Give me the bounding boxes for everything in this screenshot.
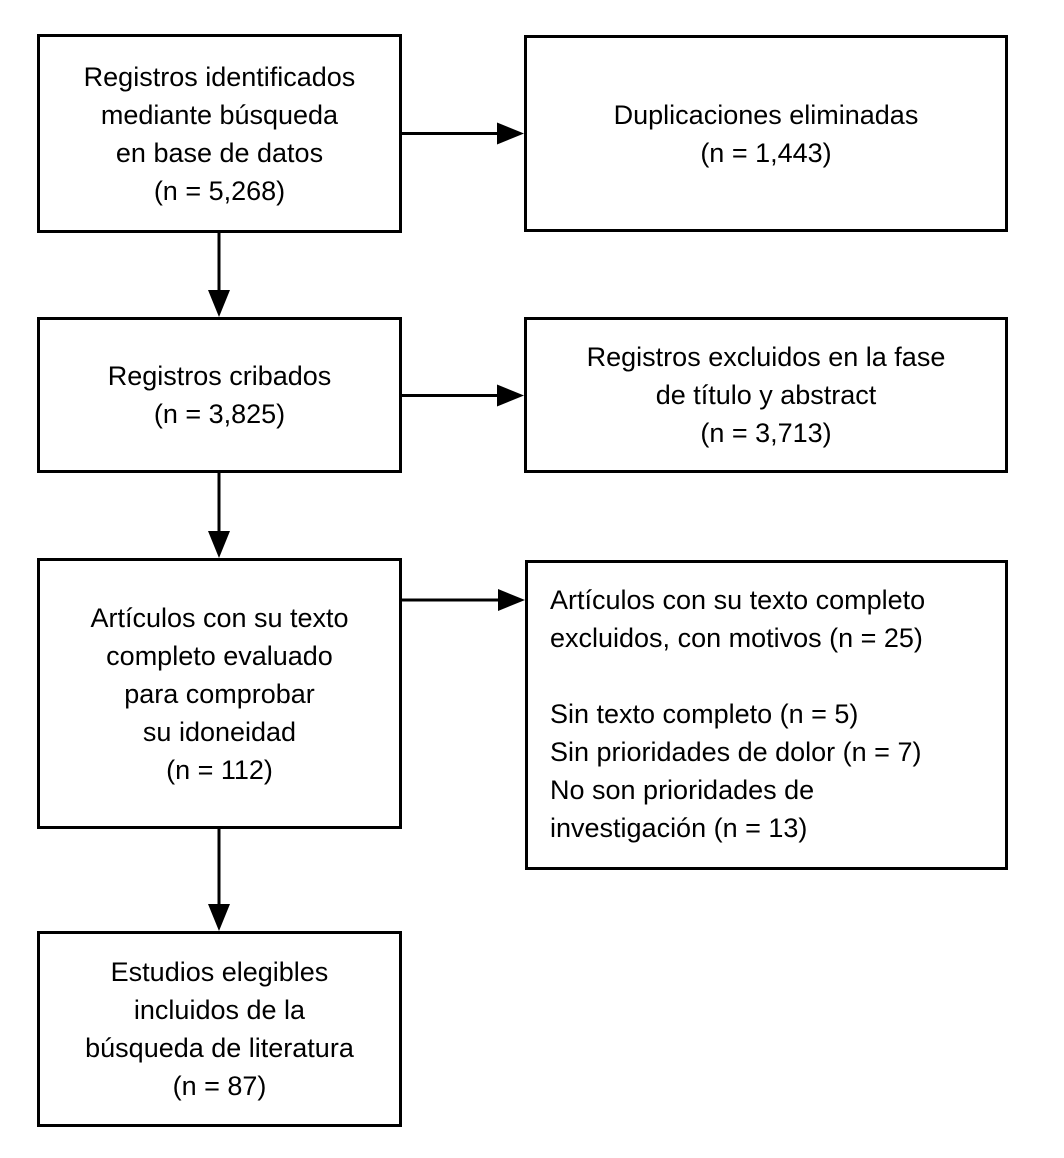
box-articulos-texto-completo-excluidos-text: Artículos con su texto completo excluido… bbox=[550, 585, 926, 843]
arrow-fulltext-to-excluded bbox=[402, 589, 525, 611]
arrow-identified-to-screened bbox=[208, 233, 230, 317]
box-duplicaciones-eliminadas-text: Duplicaciones eliminadas (n = 1,443) bbox=[613, 99, 919, 168]
box-registros-excluidos-titulo-abstract: Registros excluidos en la fase de título… bbox=[524, 317, 1008, 473]
arrow-fulltext-to-included bbox=[208, 829, 230, 931]
box-registros-cribados-text: Registros cribados (n = 3,825) bbox=[107, 361, 332, 429]
box-registros-identificados-text: Registros identificados mediante búsqued… bbox=[83, 61, 356, 206]
box-articulos-texto-completo-evaluado: Artículos con su texto completo evaluado… bbox=[37, 558, 402, 829]
box-duplicaciones-eliminadas: Duplicaciones eliminadas (n = 1,443) bbox=[524, 35, 1008, 232]
box-registros-identificados: Registros identificados mediante búsqued… bbox=[37, 34, 402, 233]
box-registros-cribados: Registros cribados (n = 3,825) bbox=[37, 317, 402, 473]
box-registros-excluidos-titulo-abstract-text: Registros excluidos en la fase de título… bbox=[586, 342, 946, 448]
box-articulos-texto-completo-evaluado-text: Artículos con su texto completo evaluado… bbox=[90, 602, 349, 785]
arrow-screened-to-excluded bbox=[402, 384, 524, 407]
box-estudios-elegibles-incluidos: Estudios elegibles incluidos de la búsqu… bbox=[37, 931, 402, 1127]
box-estudios-elegibles-incluidos-text: Estudios elegibles incluidos de la búsqu… bbox=[85, 957, 354, 1101]
arrow-screened-to-fulltext bbox=[208, 473, 230, 558]
box-articulos-texto-completo-excluidos: Artículos con su texto completo excluido… bbox=[525, 560, 1008, 870]
arrow-identified-to-duplicates bbox=[402, 122, 524, 145]
